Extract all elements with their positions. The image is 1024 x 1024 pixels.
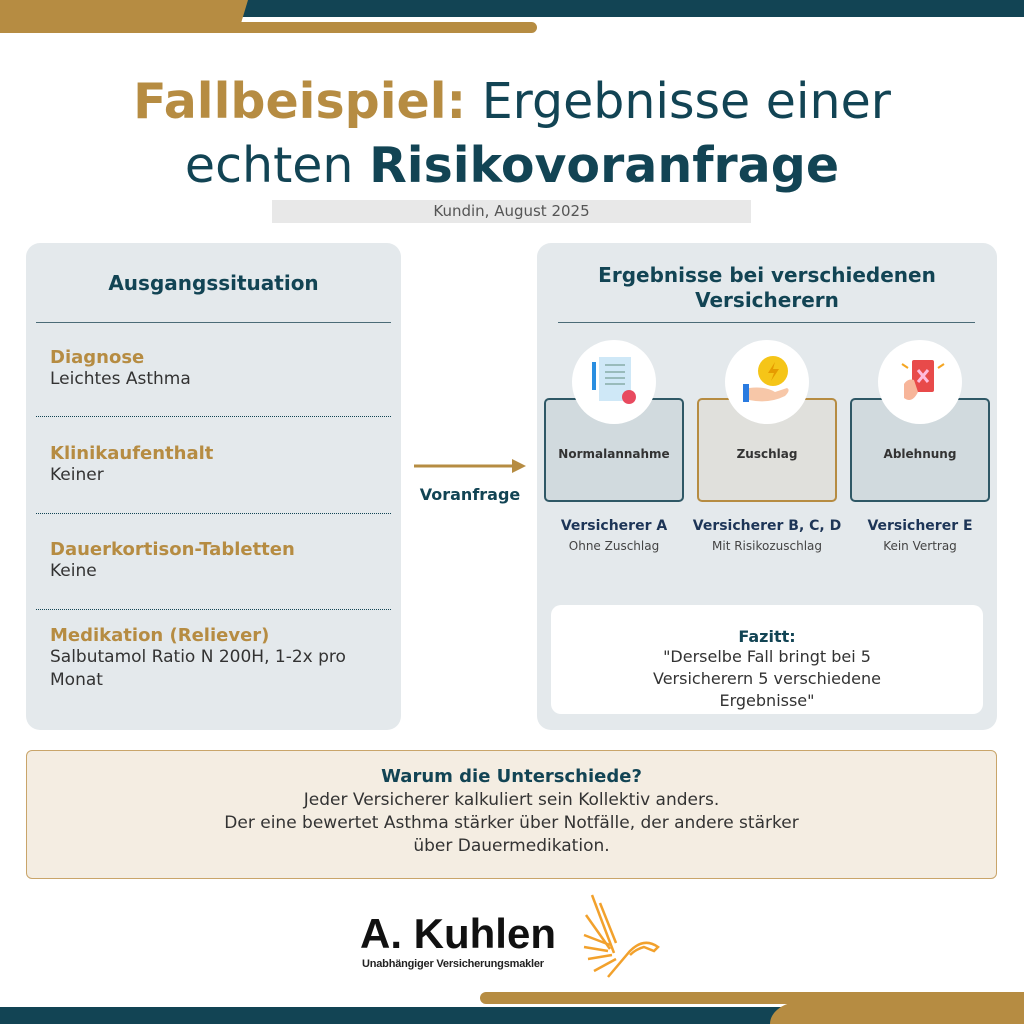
arrow-label: Voranfrage bbox=[419, 485, 521, 504]
arrow-right-icon bbox=[414, 459, 526, 473]
top-gold-pill bbox=[120, 22, 537, 33]
insurer-name: Versicherer A bbox=[560, 518, 668, 534]
top-teal-bar bbox=[240, 0, 1024, 17]
item-value: Salbutamol Ratio N 200H, 1-2x pro Monat bbox=[50, 647, 346, 690]
divider bbox=[36, 322, 391, 323]
eagle-logo-icon bbox=[583, 894, 660, 978]
results-heading: Ergebnisse bei verschiedenen Versicherer… bbox=[598, 263, 936, 312]
conclusion-text: "Derselbe Fall bringt bei 5 Versicherern… bbox=[653, 647, 881, 710]
insurer-name: Versicherer B, C, D bbox=[692, 518, 842, 534]
why-line: Der eine bewertet Asthma stärker über No… bbox=[224, 813, 799, 833]
initial-situation-panel bbox=[26, 243, 401, 730]
title-rest: Ergebnisse einer bbox=[466, 73, 891, 130]
bottom-gold-shape bbox=[770, 1002, 1024, 1024]
title-plain: echten bbox=[184, 137, 370, 194]
contract-icon bbox=[572, 340, 656, 424]
bottom-gold-pill bbox=[480, 992, 1024, 1004]
item-label: Medikation (Reliever) bbox=[50, 625, 270, 646]
why-line: über Dauermedikation. bbox=[413, 836, 610, 856]
page-title-line1: Fallbeispiel: Ergebnisse einer bbox=[0, 72, 1024, 132]
insurer-name: Versicherer E bbox=[867, 518, 973, 534]
insurer-sub: Ohne Zuschlag bbox=[568, 539, 660, 553]
red-card-icon bbox=[878, 340, 962, 424]
title-highlight: Fallbeispiel: bbox=[133, 73, 467, 130]
subtitle: Kundin, August 2025 bbox=[272, 200, 751, 223]
conclusion-title: Fazitt: bbox=[738, 627, 796, 646]
bottom-teal-bar bbox=[0, 1007, 800, 1024]
title-bold: Risikovoranfrage bbox=[369, 137, 840, 194]
page-title-line2: echten Risikovoranfrage bbox=[0, 136, 1024, 196]
item-label: Klinikaufenthalt bbox=[50, 443, 214, 464]
insurer-sub: Mit Risikozuschlag bbox=[712, 539, 822, 553]
item-label: Diagnose bbox=[50, 347, 145, 368]
insurer-sub: Kein Vertrag bbox=[883, 539, 957, 553]
why-box: Warum die Unterschiede? Jeder Versichere… bbox=[26, 750, 997, 879]
item-value: Leichtes Asthma bbox=[50, 369, 191, 389]
conclusion-box: Fazitt: "Derselbe Fall bringt bei 5 Vers… bbox=[551, 605, 983, 714]
coin-hand-icon bbox=[725, 340, 809, 424]
initial-situation-heading: Ausgangssituation bbox=[108, 271, 319, 295]
divider bbox=[558, 322, 975, 323]
divider bbox=[36, 513, 391, 514]
item-value: Keiner bbox=[50, 465, 104, 485]
item-label: Dauerkortison-Tabletten bbox=[50, 539, 295, 560]
logo-tagline: Unabhängiger Versicherungsmakler bbox=[362, 958, 544, 970]
list-item: Medikation (Reliever)Salbutamol Ratio N … bbox=[50, 625, 360, 692]
divider bbox=[36, 416, 391, 417]
divider bbox=[36, 609, 391, 610]
why-title: Warum die Unterschiede? bbox=[381, 766, 642, 787]
item-value: Keine bbox=[50, 561, 97, 581]
logo-name: A. Kuhlen bbox=[360, 910, 556, 957]
why-line: Jeder Versicherer kalkuliert sein Kollek… bbox=[303, 790, 720, 810]
